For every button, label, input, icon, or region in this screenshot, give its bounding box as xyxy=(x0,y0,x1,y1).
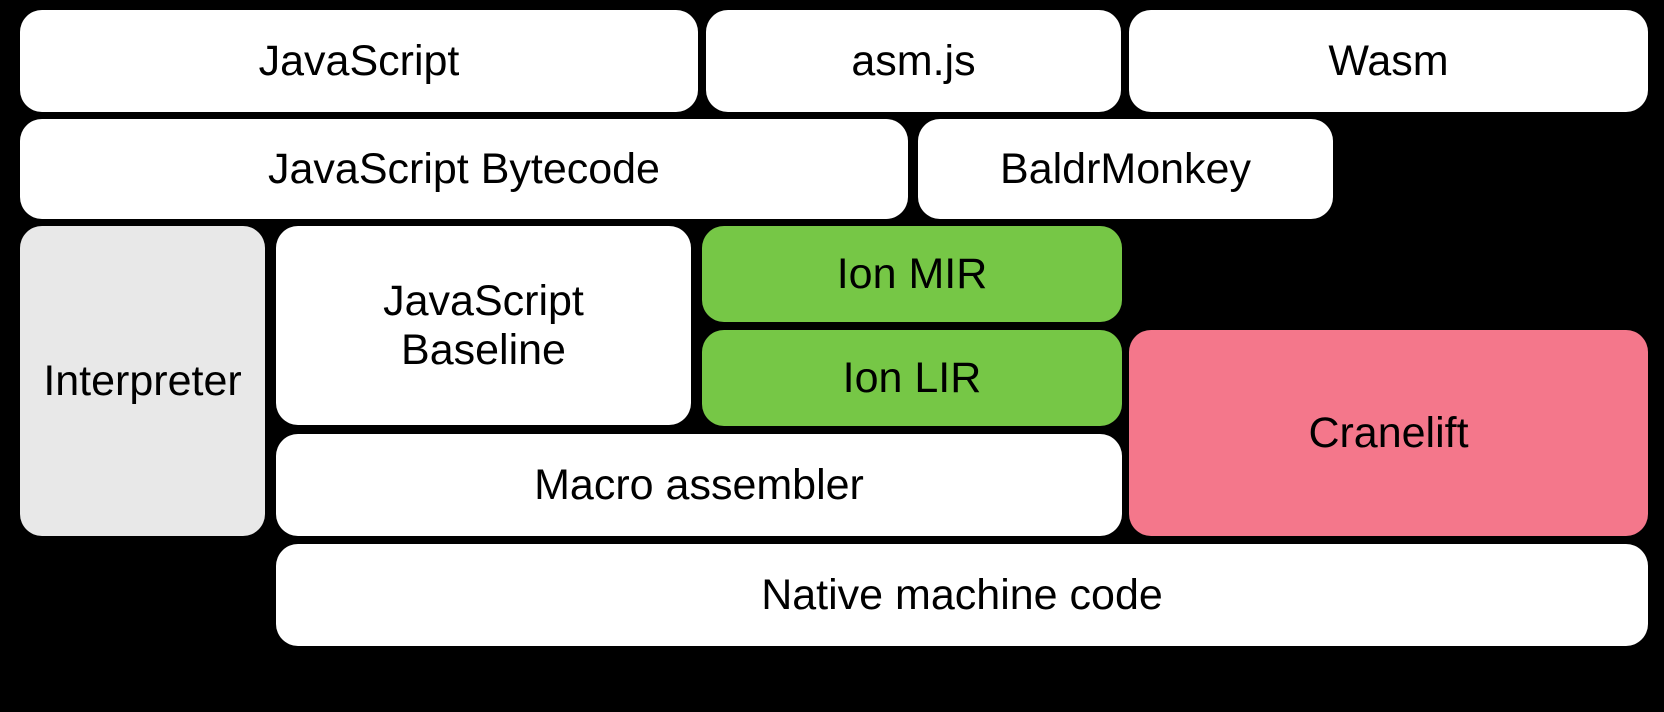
node-javascript-baseline: JavaScript Baseline xyxy=(276,226,691,425)
node-cranelift: Cranelift xyxy=(1129,330,1648,536)
node-javascript-bytecode: JavaScript Bytecode xyxy=(20,119,908,219)
node-macro-assembler: Macro assembler xyxy=(276,434,1122,536)
node-label-interpreter: Interpreter xyxy=(43,356,242,405)
node-ion-lir: Ion LIR xyxy=(702,330,1122,426)
node-wasm: Wasm xyxy=(1129,10,1648,112)
node-label-ion-mir: Ion MIR xyxy=(836,249,988,298)
node-label-ion-lir: Ion LIR xyxy=(842,353,982,402)
node-label-cranelift: Cranelift xyxy=(1308,408,1469,457)
node-label-baldrmonkey: BaldrMonkey xyxy=(1000,144,1251,193)
node-label-javascript-baseline: JavaScript Baseline xyxy=(383,277,584,374)
node-native-machine-code: Native machine code xyxy=(276,544,1648,646)
node-label-javascript: JavaScript xyxy=(258,36,460,85)
node-baldrmonkey: BaldrMonkey xyxy=(918,119,1333,219)
node-ion-mir: Ion MIR xyxy=(702,226,1122,322)
node-label-javascript-bytecode: JavaScript Bytecode xyxy=(268,144,660,193)
node-label-asmjs: asm.js xyxy=(851,36,976,85)
node-label-macro-assembler: Macro assembler xyxy=(534,460,864,509)
node-label-wasm: Wasm xyxy=(1328,36,1449,85)
node-label-native-machine-code: Native machine code xyxy=(761,570,1163,619)
node-javascript: JavaScript xyxy=(20,10,698,112)
node-interpreter: Interpreter xyxy=(20,226,265,536)
node-asmjs: asm.js xyxy=(706,10,1121,112)
